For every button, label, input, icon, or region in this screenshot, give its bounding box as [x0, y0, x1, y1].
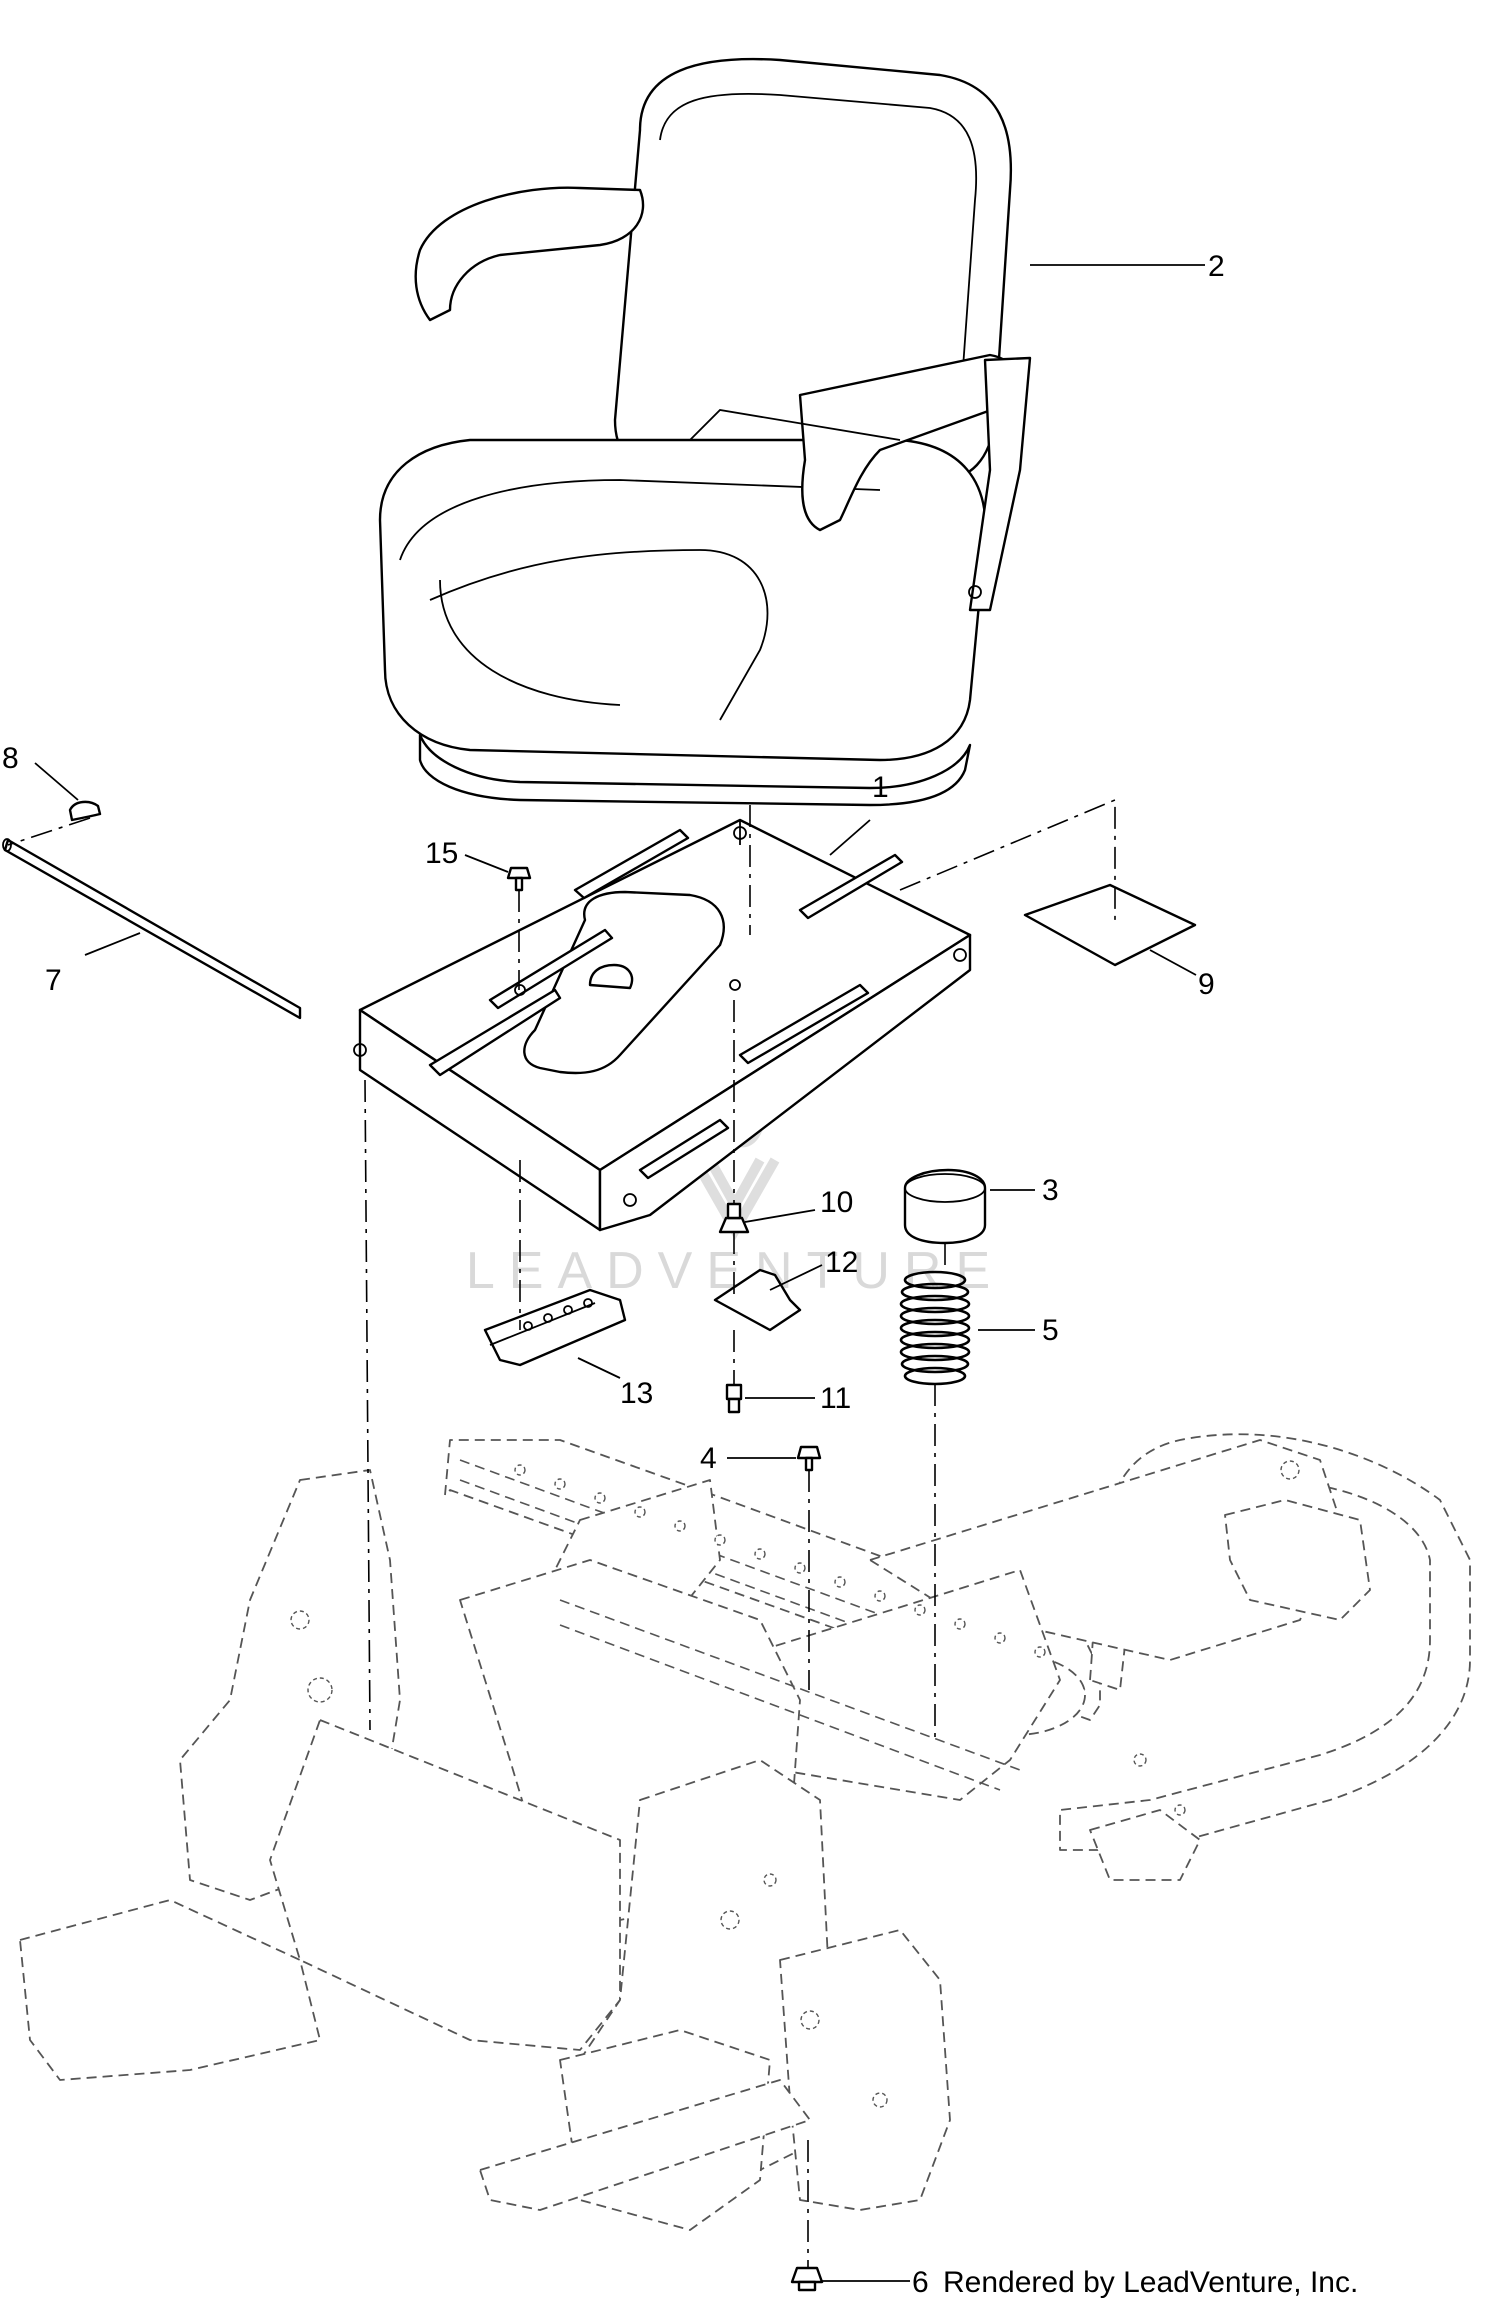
seat-decal	[1023, 883, 1197, 967]
callout-labels: 2 1 15 8 7 9 3 10 12 5 11 13 4 6	[2, 250, 1225, 2299]
seat-mounting-plate	[353, 818, 972, 1232]
callout-5: 5	[1042, 1314, 1059, 1347]
callout-9: 9	[1198, 968, 1215, 1001]
callout-2: 2	[1208, 250, 1225, 283]
bolt-15	[506, 866, 532, 892]
callout-10: 10	[820, 1186, 853, 1219]
callout-3: 3	[1042, 1174, 1059, 1207]
bracket-13	[483, 1288, 627, 1367]
callout-7: 7	[45, 964, 62, 997]
callout-15: 15	[425, 837, 458, 870]
callout-13: 13	[620, 1377, 653, 1410]
mower-frame	[19, 1433, 1471, 2231]
seat-assembly	[378, 57, 1032, 807]
callout-11: 11	[820, 1382, 851, 1415]
bumper-3	[903, 1168, 987, 1245]
callout-4: 4	[700, 1442, 717, 1475]
bolt-4	[796, 1445, 822, 1472]
leader-lines	[34, 264, 1205, 2282]
assembly-lines	[7, 798, 1116, 2268]
render-credit: Rendered by LeadVenture, Inc.	[943, 2266, 1358, 2299]
spring-5	[899, 1270, 971, 1386]
frame-bolt-holes	[290, 1460, 1300, 2108]
nut-6	[790, 2266, 824, 2292]
callout-12: 12	[825, 1246, 858, 1279]
seat-pivot-rod	[2, 838, 302, 1020]
screw-11	[725, 1383, 743, 1414]
callout-1: 1	[872, 771, 889, 804]
callout-8: 8	[2, 742, 19, 775]
cotter-pin	[68, 800, 102, 822]
callout-6: 6	[912, 2266, 929, 2299]
